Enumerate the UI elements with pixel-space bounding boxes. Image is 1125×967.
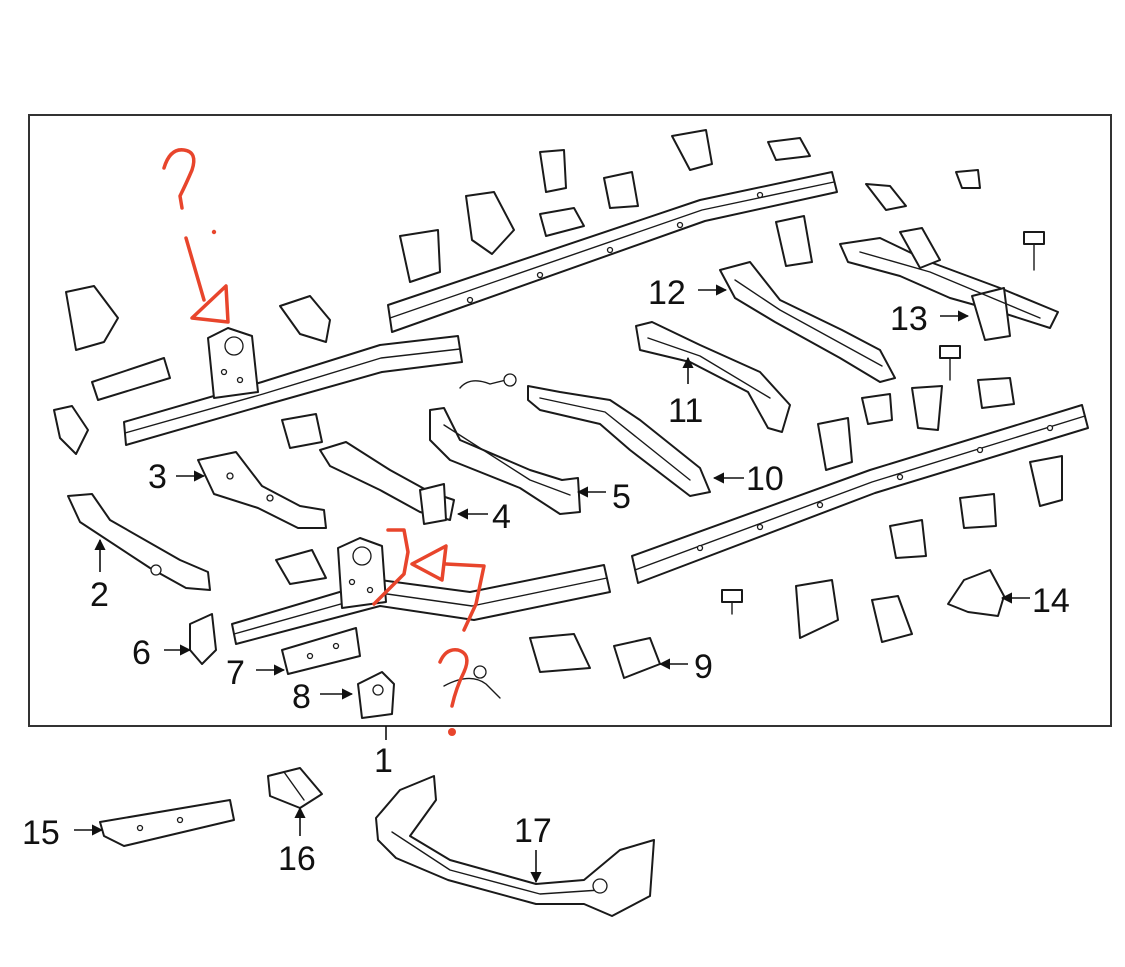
bracket-6[interactable] (189, 613, 217, 665)
bracket-8[interactable] (357, 671, 395, 719)
bracket-16[interactable] (267, 767, 323, 809)
reinforcement-15[interactable] (99, 799, 235, 847)
crossmember-2[interactable] (67, 493, 211, 591)
leader-lines (74, 284, 1030, 884)
crossmember-3[interactable] (197, 451, 327, 529)
callout-5: 5 (612, 478, 631, 516)
callout-10: 10 (746, 460, 784, 498)
misc-small-brackets[interactable] (53, 129, 1063, 699)
annotation-dot-bottom (448, 728, 456, 736)
callout-15: 15 (22, 814, 60, 852)
callout-labels: 1 2 3 4 5 6 7 8 9 10 11 12 13 14 15 16 1… (22, 274, 1070, 878)
right-rear-side-rail[interactable] (631, 404, 1089, 584)
left-front-side-rail[interactable] (123, 327, 463, 446)
callout-4: 4 (492, 498, 511, 536)
annotation-arrow-top (184, 236, 230, 324)
annotation-bracket (372, 528, 410, 606)
red-annotations (162, 148, 486, 736)
rear-frame-section-17[interactable] (375, 775, 655, 917)
annotation-question-mark-top (162, 148, 196, 210)
crossmember-12[interactable] (719, 261, 896, 383)
callout-11: 11 (668, 392, 703, 430)
callout-16: 16 (278, 840, 316, 878)
bracket-7[interactable] (281, 627, 361, 675)
annotation-arrow-right (410, 544, 486, 632)
bracket-9[interactable] (613, 637, 661, 679)
crossmember-11[interactable] (635, 321, 791, 433)
bracket-14[interactable] (947, 569, 1005, 617)
frame-assembly-box (28, 114, 1112, 727)
left-rear-side-rail-section[interactable] (231, 537, 611, 645)
callout-9: 9 (694, 648, 713, 686)
annotation-question-mark-bottom (438, 648, 469, 708)
callout-3: 3 (148, 458, 167, 496)
callout-7: 7 (226, 654, 245, 692)
right-front-side-rail[interactable] (387, 171, 838, 333)
callout-14: 14 (1032, 582, 1070, 620)
bolts[interactable] (721, 231, 1045, 615)
crossmember-13[interactable] (839, 227, 1059, 341)
callout-8: 8 (292, 678, 311, 716)
crossmember-10[interactable] (527, 385, 711, 497)
callout-6: 6 (132, 634, 151, 672)
callout-12: 12 (648, 274, 686, 312)
callout-1: 1 (374, 742, 393, 780)
callout-13: 13 (890, 300, 928, 338)
callout-2: 2 (90, 576, 109, 614)
callout-17: 17 (514, 812, 552, 850)
crossmember-4[interactable] (319, 441, 455, 525)
annotation-dot-top (211, 229, 217, 235)
